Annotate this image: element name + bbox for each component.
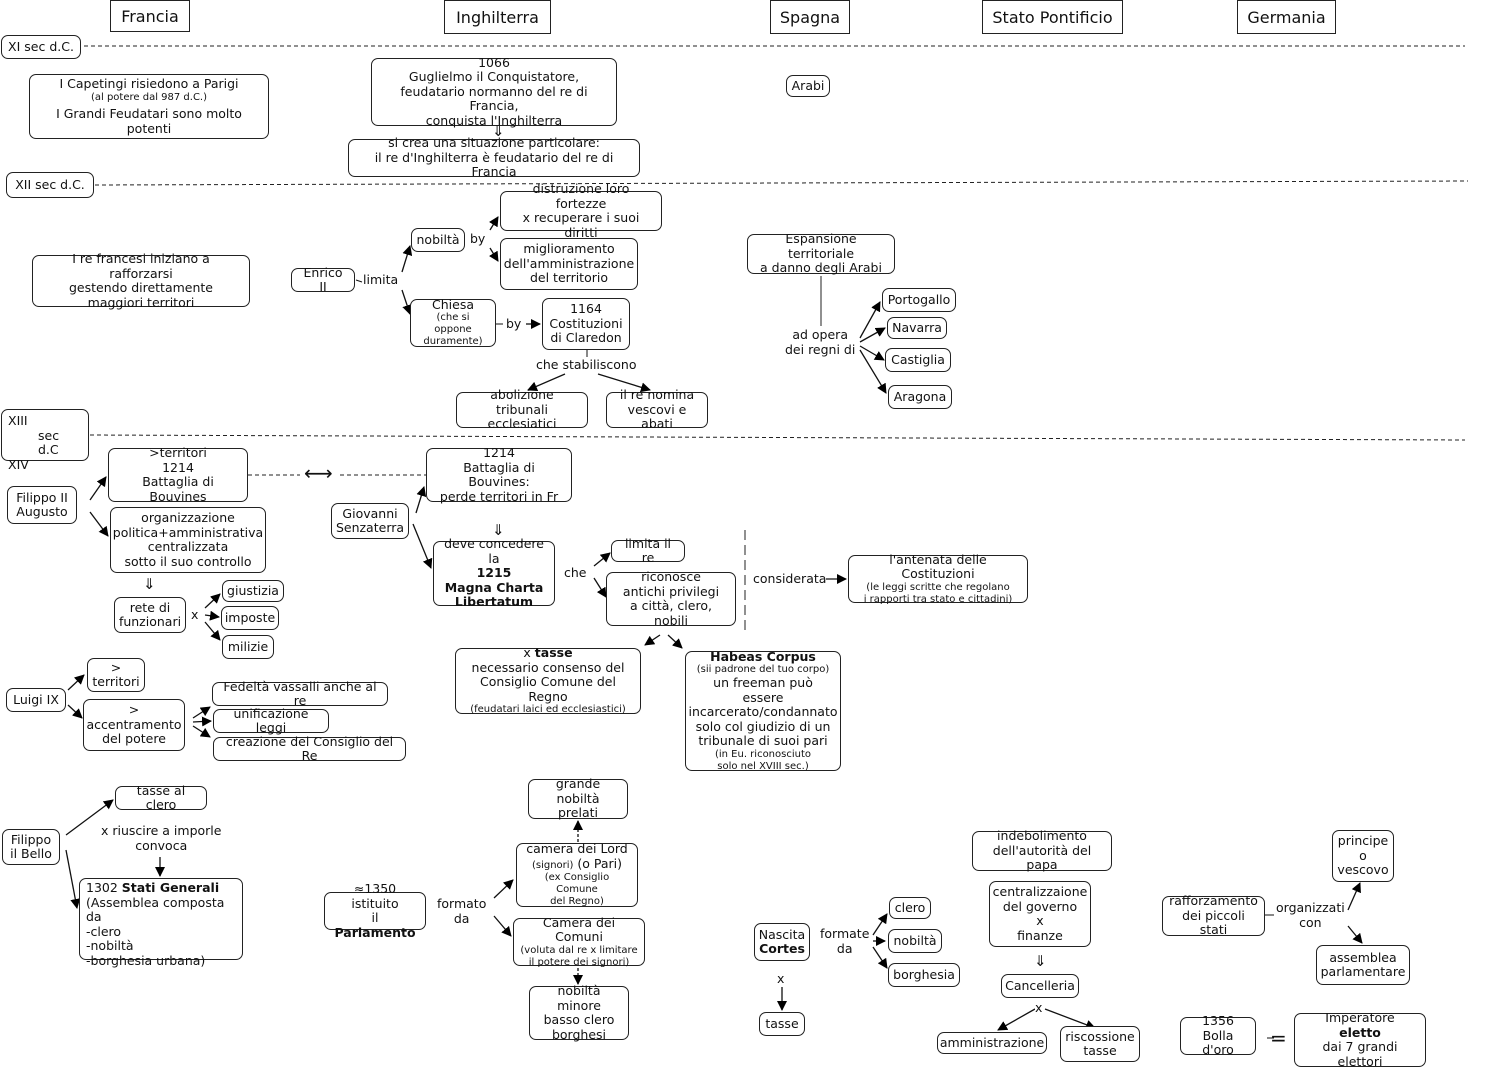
link-che-stabiliscono: che stabiliscono bbox=[536, 357, 637, 373]
node-nobilta-cortes: nobiltà bbox=[888, 929, 942, 953]
node-antenata-costituzioni: l'antenata delle Costituzioni (le leggi … bbox=[848, 552, 1028, 605]
link-limita: limita bbox=[363, 272, 399, 288]
node-organizzazione: organizzazione politica+amministrativa c… bbox=[110, 507, 266, 573]
period-line-xiii bbox=[89, 434, 1466, 441]
double-arrow-symbol: ⟷ bbox=[304, 461, 333, 485]
header-spagna: Spagna bbox=[770, 0, 850, 34]
node-principe-vescovo: principe o vescovo bbox=[1332, 830, 1394, 882]
node-indebolimento: indebolimento dell'autorità del papa bbox=[972, 829, 1112, 872]
node-costituzioni-claredon: 1164 Costituzioni di Claredon bbox=[542, 298, 630, 350]
node-camera-lord: camera dei Lord (signori) (o Pari) (ex C… bbox=[516, 842, 638, 907]
link-che: che bbox=[564, 565, 587, 581]
node-re-francesi: I re francesi iniziano a rafforzarsi ges… bbox=[32, 251, 250, 309]
header-francia: Francia bbox=[110, 0, 190, 32]
node-stati-generali: 1302 Stati Generali (Assemblea composta … bbox=[79, 878, 243, 967]
node-riconosce: riconosce antichi privilegi a città, cle… bbox=[606, 569, 736, 627]
node-riscossione-tasse: riscossione tasse bbox=[1060, 1026, 1140, 1062]
node-tasse: tasse bbox=[759, 1012, 805, 1036]
node-amministrazione: amministrazione bbox=[937, 1032, 1047, 1054]
node-nobilta-minore: nobiltà minore basso clero borghesi bbox=[529, 983, 629, 1041]
node-giustizia: giustizia bbox=[222, 580, 284, 602]
node-situazione: si crea una situazione particolare: il r… bbox=[348, 136, 640, 179]
equals-sign: = bbox=[1270, 1026, 1287, 1050]
header-stato-pontificio: Stato Pontificio bbox=[982, 0, 1123, 34]
node-navarra: Navarra bbox=[887, 317, 947, 339]
node-habeas-corpus: Habeas Corpus (sii padrone del tuo corpo… bbox=[685, 649, 841, 772]
node-limita-re: limita il re bbox=[611, 536, 685, 565]
link-x-rete: x bbox=[191, 607, 199, 623]
implies-symbol: ⇓ bbox=[143, 575, 156, 593]
node-re-nomina: il re nomina vescovi e abati bbox=[606, 388, 708, 431]
node-chiesa: Chiesa (che si oppone duramente) bbox=[410, 297, 496, 347]
node-espansione: Espansione territoriale a danno degli Ar… bbox=[747, 232, 895, 275]
node-distruzione: distruzione loro fortezze x recuperare i… bbox=[500, 181, 662, 239]
link-considerata: considerata bbox=[753, 571, 827, 587]
node-borghesia: borghesia bbox=[888, 963, 960, 987]
node-portogallo: Portogallo bbox=[882, 288, 956, 312]
node-tasse-consenso: x tasse necessario consenso del Consigli… bbox=[455, 645, 641, 715]
node-aragona: Aragona bbox=[888, 385, 952, 409]
node-parlamento: ≈1350 istituito il Parlamento bbox=[324, 881, 426, 939]
node-luigi-ix: Luigi IX bbox=[6, 688, 66, 712]
node-filippo-ii-augusto: Filippo II Augusto bbox=[7, 486, 77, 524]
node-centralizzazione: centralizzaione del governo x finanze bbox=[989, 881, 1091, 947]
period-xii: XII sec d.C. bbox=[6, 172, 94, 198]
node-fedelta-vassalli: Fedeltà vassalli anche al re bbox=[212, 679, 388, 708]
link-x-cortes: x bbox=[777, 971, 785, 987]
node-consiglio-re: creazione del Consiglio del Re bbox=[213, 734, 406, 763]
node-nobilta: nobiltà bbox=[411, 228, 465, 252]
node-assemblea-parlamentare: assemblea parlamentare bbox=[1316, 945, 1410, 985]
node-territori-bouvines: >territori 1214 Battaglia di Bouvines bbox=[108, 445, 248, 503]
node-rete-funzionari: rete di funzionari bbox=[114, 597, 186, 633]
header-inghilterra: Inghilterra bbox=[444, 0, 551, 34]
node-luigi-territori: > territori bbox=[87, 658, 145, 692]
period-line-xii bbox=[94, 180, 1469, 186]
node-giovanni-senzaterra: Giovanni Senzaterra bbox=[331, 503, 409, 539]
implies-symbol: ⇓ bbox=[492, 521, 505, 539]
node-magna-charta: deve concedere la 1215 Magna Charta Libe… bbox=[433, 537, 555, 609]
node-imperatore-eletto: Imperatore eletto dai 7 grandi elettori bbox=[1294, 1010, 1426, 1068]
node-castiglia: Castiglia bbox=[885, 348, 951, 372]
node-unificazione-leggi: unificazione leggi bbox=[213, 706, 329, 735]
node-imposte: imposte bbox=[221, 606, 279, 630]
node-grande-nobilta: grande nobiltà prelati bbox=[528, 777, 628, 820]
link-by-2: by bbox=[506, 316, 522, 332]
node-tasse-clero: tasse al clero bbox=[115, 783, 207, 812]
node-milizie: milizie bbox=[222, 635, 274, 659]
node-guglielmo: 1066 Guglielmo il Conquistatore, feudata… bbox=[371, 55, 617, 127]
node-rafforzamento: rafforzamento dei piccoli stati bbox=[1162, 894, 1265, 937]
node-cancelleria: Cancelleria bbox=[1001, 974, 1079, 998]
node-bolla-oro: 1356 Bolla d'oro bbox=[1180, 1014, 1256, 1057]
node-abolizione: abolizione tribunali ecclesiatici bbox=[456, 388, 588, 431]
node-camera-comuni: Camera dei Comuni (voluta dal re x limit… bbox=[513, 915, 645, 968]
node-filippo-il-bello: Filippo il Bello bbox=[2, 829, 60, 865]
node-clero: clero bbox=[889, 897, 931, 919]
header-germania: Germania bbox=[1237, 0, 1336, 34]
node-enrico-ii: Enrico II bbox=[291, 265, 355, 294]
implies-symbol: ⇓ bbox=[492, 122, 505, 140]
node-bouvines-ingh: 1214 Battaglia di Bouvines: perde territ… bbox=[426, 445, 572, 503]
node-arabi: Arabi bbox=[786, 75, 830, 97]
node-miglioramento: miglioramento dell'amministrazione del t… bbox=[500, 238, 638, 290]
node-accentramento: > accentramento del potere bbox=[83, 699, 185, 751]
implies-symbol: ⇓ bbox=[1034, 952, 1047, 970]
node-nascita-cortes: Nascita Cortes bbox=[754, 923, 810, 961]
period-xi: XI sec d.C. bbox=[1, 35, 81, 59]
link-by-1: by bbox=[470, 231, 486, 247]
link-x-cancelleria: x bbox=[1035, 1000, 1043, 1016]
node-capetingi: I Capetingi risiedono a Parigi (al poter… bbox=[29, 74, 269, 139]
